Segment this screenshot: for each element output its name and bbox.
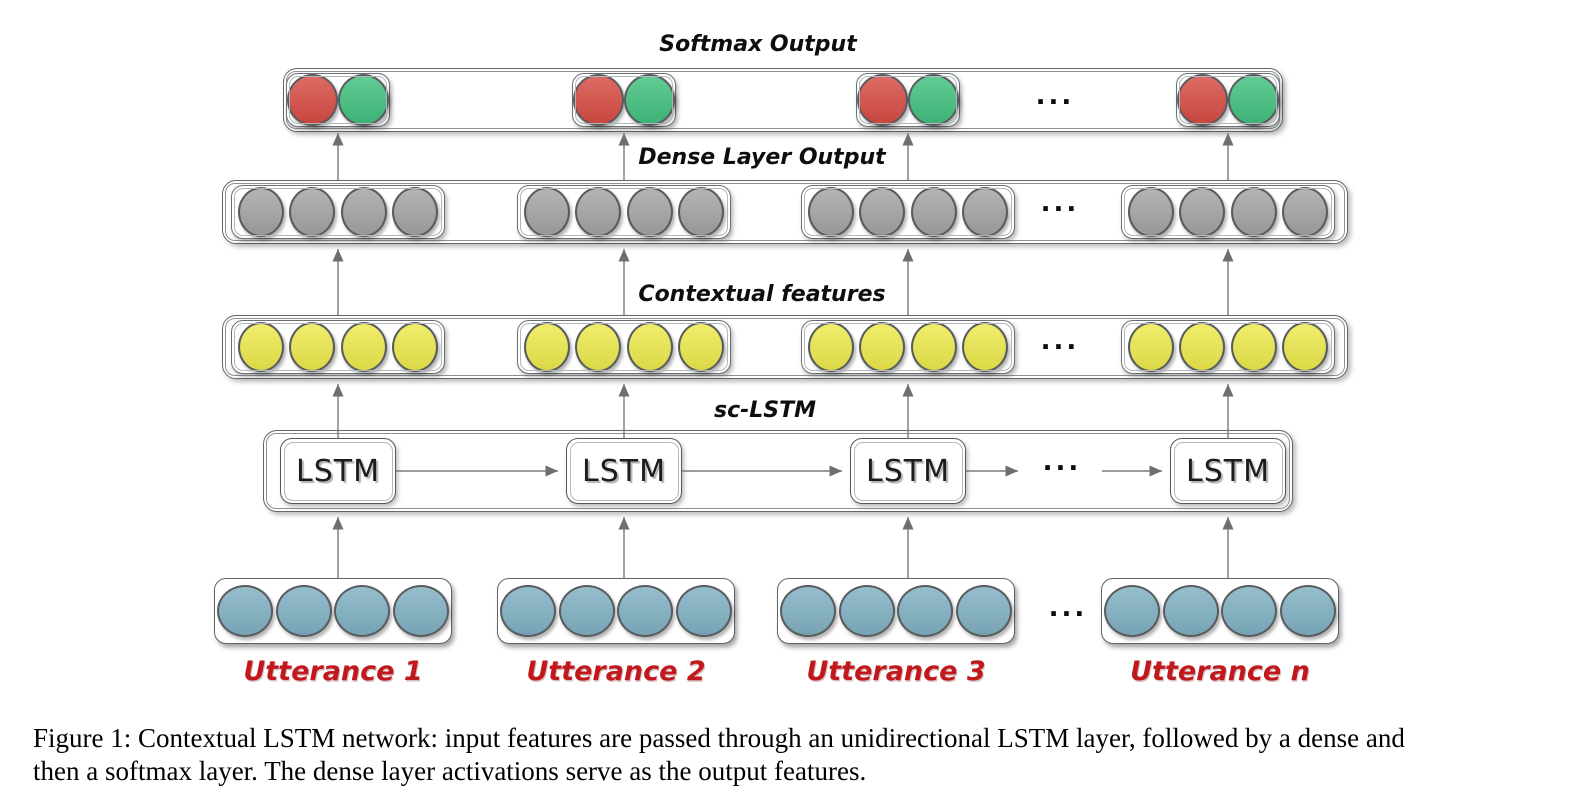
blue-unit-circle bbox=[334, 585, 391, 637]
green-unit-circle bbox=[908, 74, 959, 126]
red-unit-circle bbox=[573, 74, 624, 126]
contextual-group-2 bbox=[517, 320, 731, 374]
softmax-pair-4 bbox=[1176, 73, 1280, 127]
sc-lstm-label: sc-LSTM bbox=[713, 398, 817, 423]
contextual-features-label: Contextual features bbox=[638, 282, 886, 307]
yellow-unit-circle bbox=[237, 322, 284, 372]
gray-unit-circle bbox=[1230, 187, 1277, 237]
gray-unit-circle bbox=[910, 187, 957, 237]
blue-unit-circle bbox=[617, 585, 674, 637]
softmax-row-container bbox=[283, 68, 1283, 132]
contextual-group-1 bbox=[231, 320, 445, 374]
green-unit-circle bbox=[624, 74, 675, 126]
yellow-unit-circle bbox=[626, 322, 673, 372]
green-unit-circle bbox=[338, 74, 389, 126]
yellow-unit-circle bbox=[575, 322, 622, 372]
gray-unit-circle bbox=[962, 187, 1009, 237]
gray-unit-circle bbox=[678, 187, 725, 237]
utterance-1-label: Utterance 1 bbox=[243, 656, 423, 687]
contextual-ellipsis: ... bbox=[1040, 326, 1080, 356]
lstm-ellipsis: ... bbox=[1042, 447, 1082, 477]
lstm-box-3: LSTM bbox=[850, 438, 966, 504]
blue-unit-circle bbox=[897, 585, 954, 637]
yellow-unit-circle bbox=[289, 322, 336, 372]
red-unit-circle bbox=[857, 74, 908, 126]
gray-unit-circle bbox=[289, 187, 336, 237]
blue-unit-circle bbox=[217, 585, 274, 637]
yellow-unit-circle bbox=[392, 322, 439, 372]
softmax-pair-3 bbox=[856, 73, 960, 127]
utterance-ellipsis: ... bbox=[1048, 593, 1088, 623]
dense-group-1 bbox=[231, 185, 445, 239]
blue-unit-circle bbox=[675, 585, 732, 637]
blue-unit-circle bbox=[955, 585, 1012, 637]
gray-unit-circle bbox=[237, 187, 284, 237]
dense-layer-output-label: Dense Layer Output bbox=[638, 145, 886, 170]
utterance-box-2 bbox=[497, 578, 735, 644]
lstm-box-4: LSTM bbox=[1170, 438, 1286, 504]
gray-unit-circle bbox=[392, 187, 439, 237]
gray-unit-circle bbox=[807, 187, 854, 237]
lstm-box-1: LSTM bbox=[280, 438, 396, 504]
yellow-unit-circle bbox=[807, 322, 854, 372]
blue-unit-circle bbox=[838, 585, 895, 637]
figure-caption: Figure 1: Contextual LSTM network: input… bbox=[33, 722, 1567, 788]
blue-unit-circle bbox=[1104, 585, 1161, 637]
contextual-group-4 bbox=[1121, 320, 1335, 374]
utterance-box-1 bbox=[214, 578, 452, 644]
red-unit-circle bbox=[1177, 74, 1228, 126]
softmax-pair-2 bbox=[572, 73, 676, 127]
lstm-box-2: LSTM bbox=[566, 438, 682, 504]
green-unit-circle bbox=[1228, 74, 1279, 126]
yellow-unit-circle bbox=[910, 322, 957, 372]
yellow-unit-circle bbox=[1179, 322, 1226, 372]
lstm-row-container bbox=[263, 430, 1293, 512]
gray-unit-circle bbox=[575, 187, 622, 237]
dense-group-2 bbox=[517, 185, 731, 239]
dense-group-3 bbox=[801, 185, 1015, 239]
utterance-box-3 bbox=[777, 578, 1015, 644]
yellow-unit-circle bbox=[1127, 322, 1174, 372]
blue-unit-circle bbox=[558, 585, 615, 637]
red-unit-circle bbox=[287, 74, 338, 126]
gray-unit-circle bbox=[340, 187, 387, 237]
utterance-2-label: Utterance 2 bbox=[526, 656, 706, 687]
utterance-3-label: Utterance 3 bbox=[806, 656, 986, 687]
figure-caption-line-2: then a softmax layer. The dense layer ac… bbox=[33, 756, 867, 786]
blue-unit-circle bbox=[1162, 585, 1219, 637]
figure-caption-line-1: Figure 1: Contextual LSTM network: input… bbox=[33, 723, 1405, 753]
yellow-unit-circle bbox=[859, 322, 906, 372]
yellow-unit-circle bbox=[962, 322, 1009, 372]
yellow-unit-circle bbox=[1282, 322, 1329, 372]
softmax-pair-1 bbox=[286, 73, 390, 127]
blue-unit-circle bbox=[1279, 585, 1336, 637]
contextual-group-3 bbox=[801, 320, 1015, 374]
gray-unit-circle bbox=[1179, 187, 1226, 237]
dense-group-4 bbox=[1121, 185, 1335, 239]
softmax-output-label: Softmax Output bbox=[659, 32, 857, 57]
gray-unit-circle bbox=[523, 187, 570, 237]
yellow-unit-circle bbox=[1230, 322, 1277, 372]
blue-unit-circle bbox=[1221, 585, 1278, 637]
softmax-ellipsis: ... bbox=[1035, 81, 1075, 111]
gray-unit-circle bbox=[859, 187, 906, 237]
dense-ellipsis: ... bbox=[1040, 188, 1080, 218]
blue-unit-circle bbox=[275, 585, 332, 637]
blue-unit-circle bbox=[780, 585, 837, 637]
utterance-box-4 bbox=[1101, 578, 1339, 644]
yellow-unit-circle bbox=[340, 322, 387, 372]
gray-unit-circle bbox=[1282, 187, 1329, 237]
blue-unit-circle bbox=[392, 585, 449, 637]
gray-unit-circle bbox=[626, 187, 673, 237]
gray-unit-circle bbox=[1127, 187, 1174, 237]
blue-unit-circle bbox=[500, 585, 557, 637]
yellow-unit-circle bbox=[678, 322, 725, 372]
utterance-n-label: Utterance n bbox=[1130, 656, 1310, 687]
yellow-unit-circle bbox=[523, 322, 570, 372]
